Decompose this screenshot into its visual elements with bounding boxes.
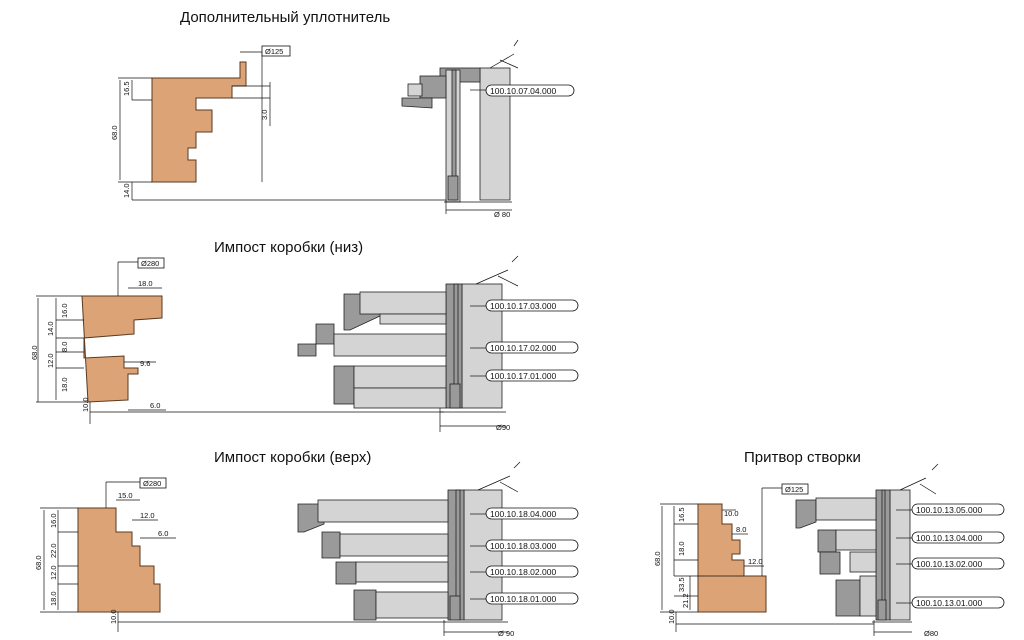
part-code-pill <box>911 531 1005 544</box>
part-code-pill <box>911 596 1005 609</box>
part-code: 100.10.18.01.000 <box>490 594 556 604</box>
cutter-assembly <box>297 461 521 636</box>
dim-label: 18.0 <box>677 541 686 556</box>
dim-label: 16.0 <box>60 303 69 318</box>
dim-label: 8.0 <box>736 525 746 534</box>
part-code: 100.10.18.04.000 <box>490 509 556 519</box>
diameter-top-label: Ø125 <box>265 47 283 56</box>
cutter-assembly <box>795 463 939 636</box>
dim-label: 14.0 <box>122 183 131 198</box>
dim-label: 10.0 <box>667 609 676 624</box>
diameter-bottom-label: Ø90 <box>496 423 510 432</box>
dim-label: 9.6 <box>140 359 150 368</box>
dim-label: 14.0 <box>46 321 55 336</box>
wood-profile <box>151 61 247 183</box>
dim-label: 8.0 <box>60 342 69 352</box>
dim-label: 68.0 <box>653 551 662 566</box>
diameter-top-label: Ø280 <box>141 259 159 268</box>
section-title: Импост коробки (низ) <box>214 239 363 256</box>
diameter-bottom-label: Ø 80 <box>494 210 510 219</box>
part-code: 100.10.17.02.000 <box>490 343 556 353</box>
diameter-badge <box>781 483 809 495</box>
dim-label: 6.0 <box>150 401 160 410</box>
dim-label: 18.0 <box>49 591 58 606</box>
section-sash-rebate: Притвор створки Ø125 10.0 16.5 8.0 68.0 … <box>653 449 1005 638</box>
cutter-assembly <box>297 255 519 432</box>
cutter-assembly <box>401 39 519 214</box>
wood-profile <box>697 503 767 613</box>
section-title: Импост коробки (верх) <box>214 449 371 466</box>
dim-label: 18.0 <box>138 279 153 288</box>
part-code: 100.10.07.04.000 <box>490 86 556 96</box>
part-code-pill <box>485 341 579 354</box>
part-code: 100.10.17.01.000 <box>490 371 556 381</box>
dim-label: 16.5 <box>677 507 686 522</box>
diameter-badge <box>261 45 291 57</box>
section-title: Притвор створки <box>744 449 861 466</box>
part-code: 100.10.13.04.000 <box>916 533 982 543</box>
dim-label: 33.5 <box>677 577 686 592</box>
dim-label: 16.0 <box>49 513 58 528</box>
dim-label: 10.0 <box>724 509 739 518</box>
dim-label: 21.2 <box>681 593 690 608</box>
part-code-pill <box>911 557 1005 570</box>
diameter-bottom-label: Ø 90 <box>498 629 514 638</box>
part-code-pill <box>911 503 1005 516</box>
part-code: 100.10.18.02.000 <box>490 567 556 577</box>
part-code-pill <box>485 592 579 605</box>
dim-label: 12.0 <box>748 557 763 566</box>
dim-label: 22.0 <box>49 543 58 558</box>
part-code-pill <box>485 507 579 520</box>
dim-label: 3.0 <box>260 110 269 120</box>
dim-label: 68.0 <box>110 125 119 140</box>
section-mullion-top: Импост коробки (верх) Ø280 15.0 12.0 6.0… <box>34 449 579 638</box>
dim-label: 18.0 <box>60 377 69 392</box>
wood-profile <box>77 507 161 613</box>
dim-label: 12.0 <box>46 353 55 368</box>
dim-label: 6.0 <box>158 529 168 538</box>
diameter-badge <box>139 477 167 489</box>
dim-label: 12.0 <box>49 565 58 580</box>
dim-label: 16.5 <box>122 81 131 96</box>
section-mullion-bottom: Импост коробки (низ) Ø280 18.0 16.0 14.0… <box>30 239 579 432</box>
part-code: 100.10.18.03.000 <box>490 541 556 551</box>
wood-profile <box>81 295 163 403</box>
diameter-badge <box>137 257 165 269</box>
section-title: Дополнительный уплотнитель <box>180 9 390 26</box>
diameter-top-label: Ø280 <box>143 479 161 488</box>
dim-label: 68.0 <box>34 555 43 570</box>
dim-label: 10.0 <box>109 609 118 624</box>
part-code-pill <box>485 539 579 552</box>
diameter-top-label: Ø125 <box>785 485 803 494</box>
part-code: 100.10.13.01.000 <box>916 598 982 608</box>
dim-label: 12.0 <box>140 511 155 520</box>
dim-label: 10.0 <box>81 397 90 412</box>
part-code-pill <box>485 369 579 382</box>
part-code-pill <box>485 84 575 97</box>
part-code: 100.10.13.02.000 <box>916 559 982 569</box>
diameter-bottom-label: Ø80 <box>924 629 938 638</box>
part-code: 100.10.13.05.000 <box>916 505 982 515</box>
dim-label: 15.0 <box>118 491 133 500</box>
part-code-pill <box>485 299 579 312</box>
dim-label: 68.0 <box>30 345 39 360</box>
section-additional-seal: Дополнительный уплотнитель Ø125 16.5 68.… <box>110 9 575 219</box>
part-code: 100.10.17.03.000 <box>490 301 556 311</box>
part-code-pill <box>485 565 579 578</box>
